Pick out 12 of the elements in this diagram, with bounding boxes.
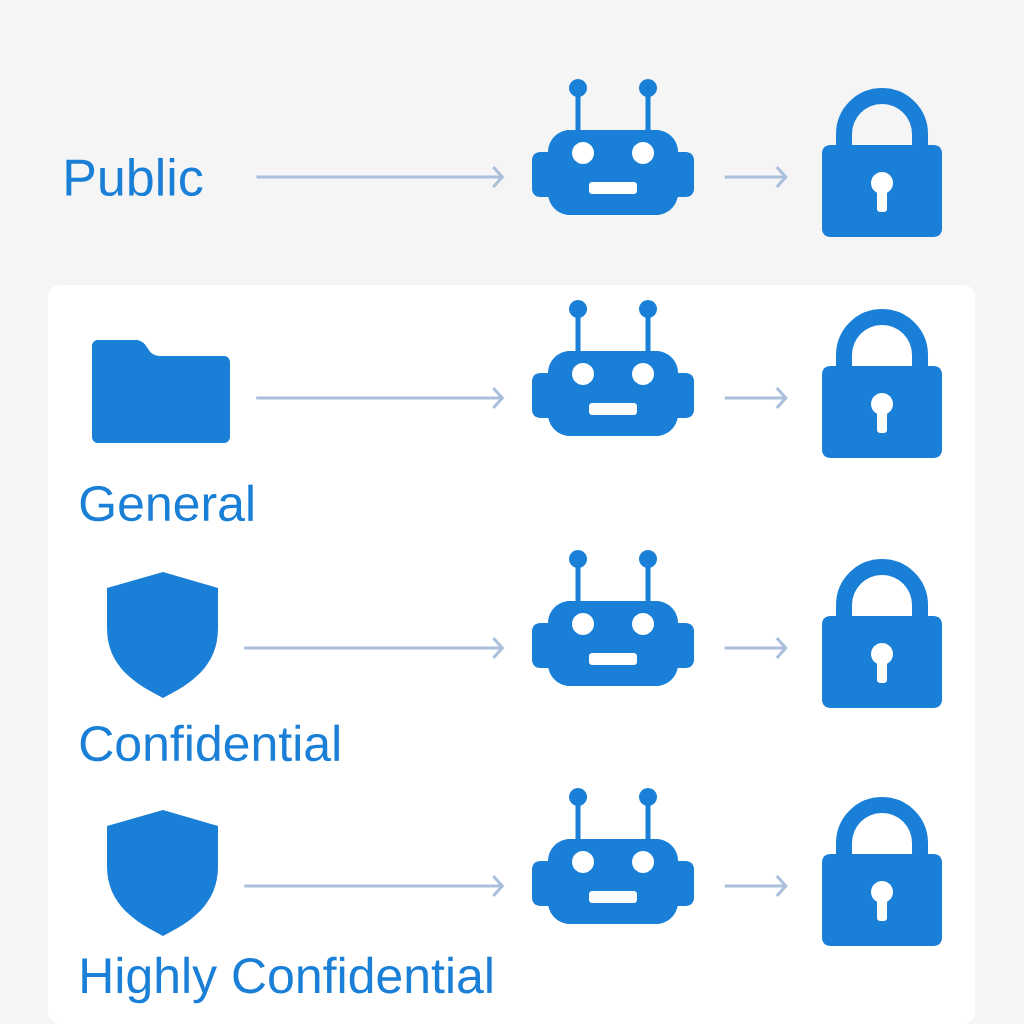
padlock-icon	[822, 797, 942, 946]
robot-icon	[532, 550, 694, 686]
robot-icon	[532, 788, 694, 924]
robot-icon	[532, 300, 694, 436]
padlock-icon	[822, 309, 942, 458]
category-label: Confidential	[80, 724, 339, 762]
category-label: Public	[66, 157, 203, 197]
padlock-icon	[822, 88, 942, 237]
category-label: General	[80, 484, 253, 522]
padlock-icon	[822, 559, 942, 708]
category-label: Highly Confidential	[82, 956, 492, 1004]
robot-icon	[532, 79, 694, 215]
